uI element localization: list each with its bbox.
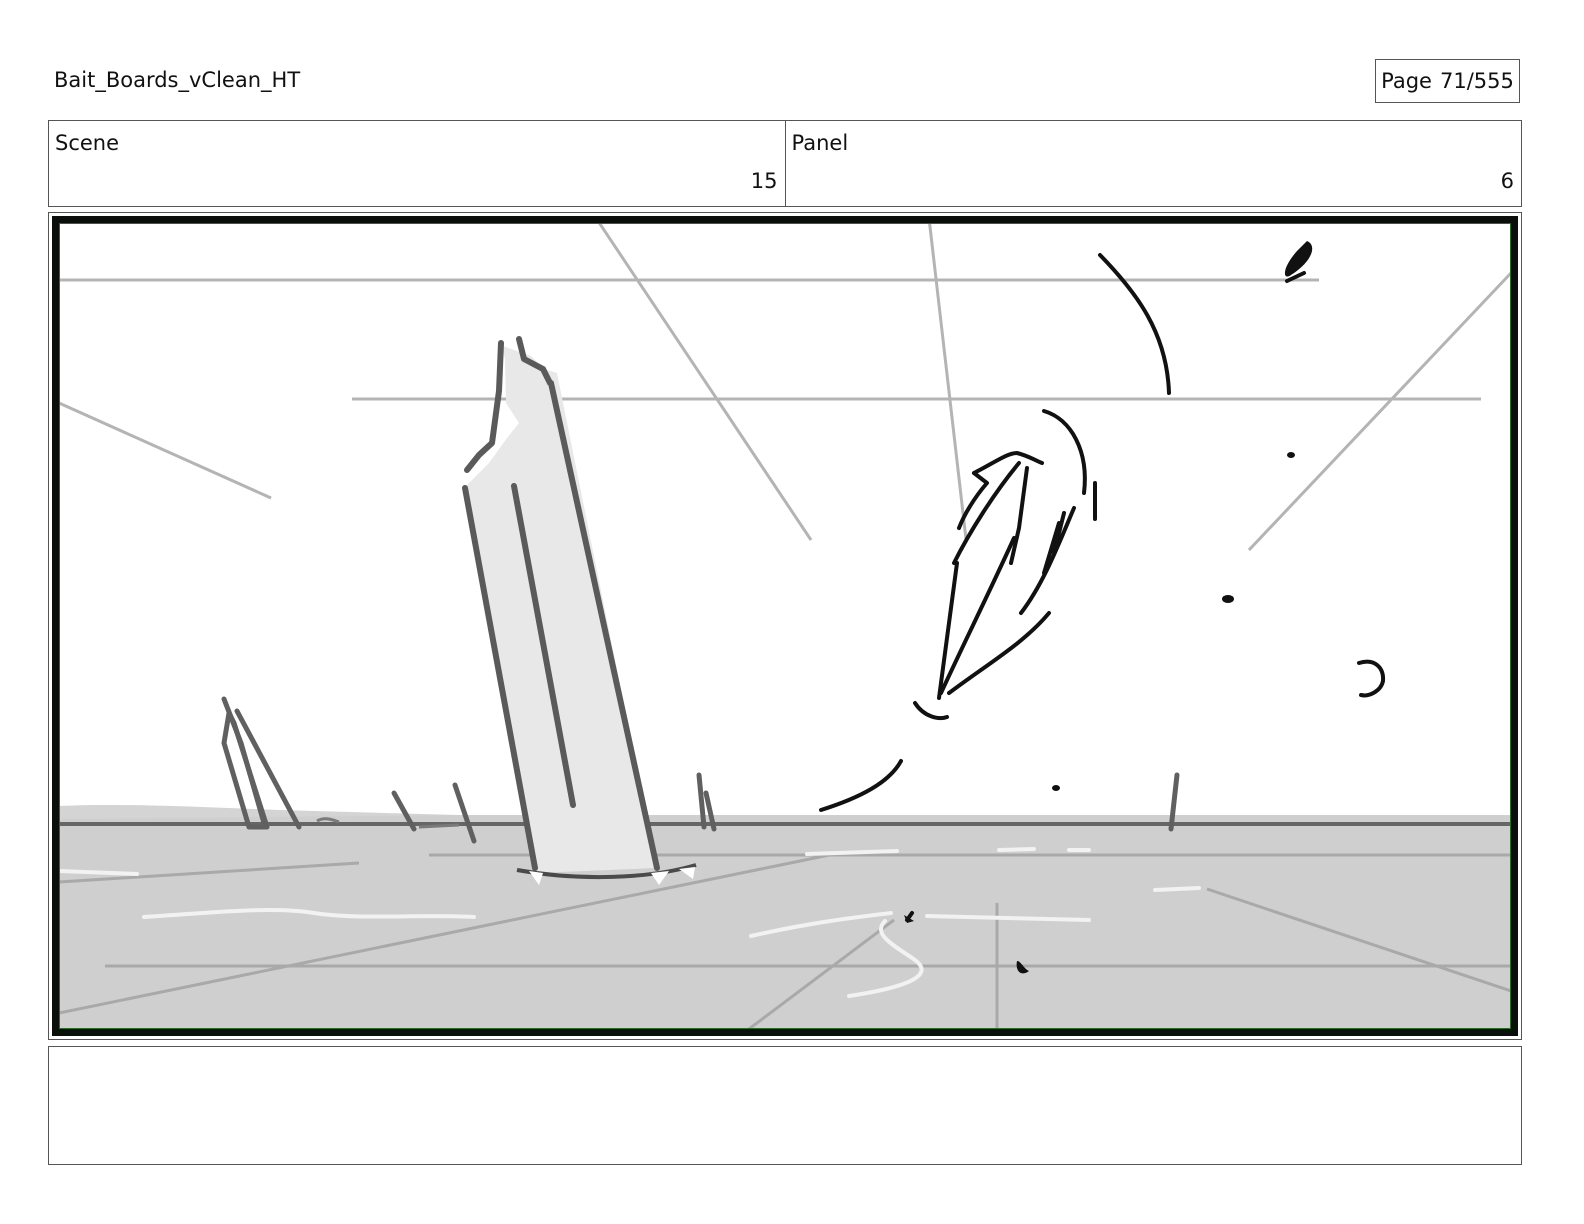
scene-label: Scene bbox=[55, 131, 120, 155]
panel-value: 6 bbox=[1500, 169, 1514, 193]
sketch-drawing bbox=[59, 223, 1511, 1029]
document-title: Bait_Boards_vClean_HT bbox=[54, 68, 301, 92]
storyboard-panel-frame bbox=[48, 212, 1522, 1040]
storyboard-sketch bbox=[52, 216, 1518, 1036]
page-number: 71/555 bbox=[1439, 69, 1514, 93]
scene-panel-info: Scene 15 Panel 6 bbox=[48, 120, 1522, 207]
panel-notes bbox=[48, 1046, 1522, 1165]
scene-value: 15 bbox=[750, 169, 778, 193]
panel-cell: Panel 6 bbox=[784, 121, 1522, 206]
page-label: Page bbox=[1381, 69, 1432, 93]
scene-cell: Scene 15 bbox=[49, 121, 785, 206]
panel-label: Panel bbox=[791, 131, 849, 155]
page-indicator: Page 71/555 bbox=[1375, 59, 1520, 103]
